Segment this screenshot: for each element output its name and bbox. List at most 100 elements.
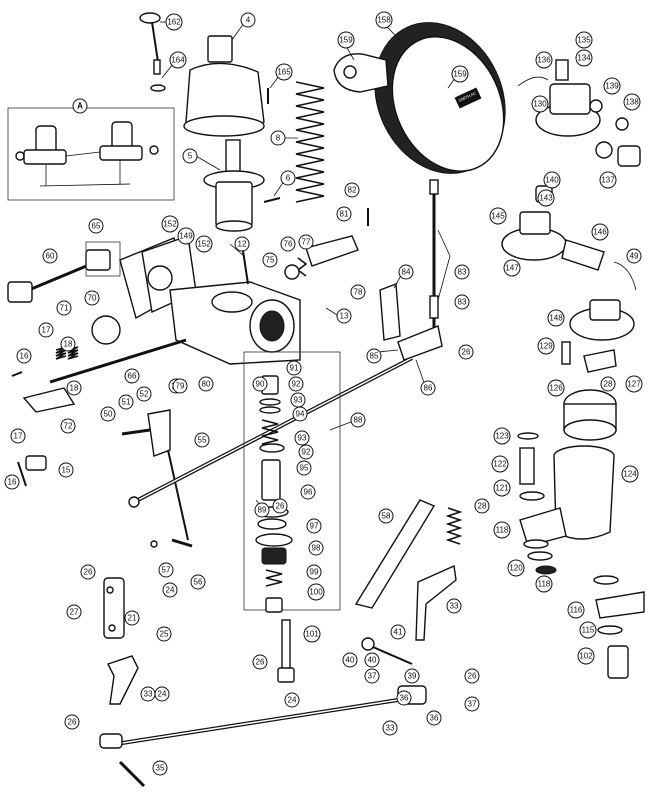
callout-text: 13 xyxy=(340,312,349,321)
callout-162: 162 xyxy=(165,13,183,31)
hose-148 xyxy=(561,239,605,271)
callout-140: 140 xyxy=(543,171,561,189)
pin-35 xyxy=(118,760,146,788)
callout-text: 50 xyxy=(104,410,113,419)
callout-text: 15 xyxy=(62,466,71,475)
callout-26: 26 xyxy=(464,668,480,684)
callout-158: 158 xyxy=(375,11,393,29)
callout-90: 90 xyxy=(252,376,268,392)
callout-70: 70 xyxy=(84,290,100,306)
callout-40: 40 xyxy=(342,652,358,668)
callout-56: 56 xyxy=(190,574,206,590)
callout-text: 129 xyxy=(539,342,553,351)
callout-text: 36 xyxy=(400,694,409,703)
callout-text: 36 xyxy=(430,714,439,723)
callout-text: 75 xyxy=(266,256,275,265)
callout-text: 17 xyxy=(42,326,51,335)
callout-134: 134 xyxy=(575,49,593,67)
callout-text: 121 xyxy=(495,484,509,493)
callout-12: 12 xyxy=(234,236,250,252)
callout-text: 78 xyxy=(354,288,363,297)
callout-137: 137 xyxy=(599,171,617,189)
callout-92: 92 xyxy=(298,444,314,460)
callout-text: 33 xyxy=(450,602,459,611)
callout-text: 79 xyxy=(176,382,185,391)
callout-36: 36 xyxy=(426,710,442,726)
callout-text: 162 xyxy=(167,18,181,27)
callout-text: 95 xyxy=(300,464,309,473)
callout-text: 49 xyxy=(630,252,639,261)
callout-15: 15 xyxy=(58,462,74,478)
callout-94: 94 xyxy=(292,406,308,422)
lever-60 xyxy=(354,499,436,609)
callout-65: 65 xyxy=(88,218,104,234)
lever-33-right xyxy=(415,564,457,641)
callout-51: 51 xyxy=(118,394,134,410)
callout-text: 37 xyxy=(368,672,377,681)
callout-40: 40 xyxy=(364,652,380,668)
callout-152: 152 xyxy=(161,215,179,233)
nut-washer-set xyxy=(595,117,641,167)
callout-21: 21 xyxy=(124,610,140,626)
callout-text: 147 xyxy=(505,264,519,273)
callout-85: 85 xyxy=(366,348,382,364)
callout-text: 26 xyxy=(468,672,477,681)
callout-text: 8 xyxy=(276,134,281,143)
callout-60: 60 xyxy=(42,248,58,264)
callout-text: 100 xyxy=(309,588,323,597)
callout-text: 138 xyxy=(625,98,639,107)
callout-text: 115 xyxy=(582,626,595,635)
callout-97: 97 xyxy=(306,518,322,534)
callout-33: 33 xyxy=(140,686,156,702)
callout-99: 99 xyxy=(306,564,322,580)
callout-37: 37 xyxy=(464,696,480,712)
suction-chamber xyxy=(183,35,265,137)
callout-147: 147 xyxy=(503,259,521,277)
screw xyxy=(263,197,281,203)
callout-text: 37 xyxy=(468,700,477,709)
banjo-union xyxy=(517,59,603,137)
callout-text: 51 xyxy=(122,398,131,407)
callout-26: 26 xyxy=(458,344,474,360)
throttle-disc xyxy=(91,315,121,345)
callout-27: 27 xyxy=(66,604,82,620)
callout-127: 127 xyxy=(625,375,643,393)
callout-text: 17 xyxy=(14,432,23,441)
callout-text: 16 xyxy=(8,478,17,487)
damper-rod xyxy=(139,12,161,75)
lever-33-left xyxy=(107,655,139,705)
inset-a: A xyxy=(7,98,175,201)
callout-148: 148 xyxy=(547,309,565,327)
spring-28 xyxy=(445,507,463,545)
callout-91: 91 xyxy=(286,360,302,376)
callout-116: 116 xyxy=(567,601,585,619)
callout-26: 26 xyxy=(80,564,96,580)
callout-33: 33 xyxy=(382,720,398,736)
callout-130: 130 xyxy=(531,95,549,113)
spindle-rod xyxy=(49,338,187,384)
callout-121: 121 xyxy=(493,479,511,497)
jet-assembly xyxy=(255,375,293,613)
callout-text: 83 xyxy=(458,268,467,277)
callout-129: 129 xyxy=(537,337,555,355)
spring-77 xyxy=(296,257,308,277)
callout-text: 127 xyxy=(627,380,641,389)
clip xyxy=(11,371,23,377)
callout-text: 130 xyxy=(533,100,547,109)
callout-146: 146 xyxy=(591,223,609,241)
callout-115: 115 xyxy=(579,621,597,639)
callout-text: 145 xyxy=(491,212,505,221)
throttle-spindle xyxy=(7,241,121,303)
callout-text: 118 xyxy=(538,580,551,589)
callout-text: 118 xyxy=(496,526,509,535)
lever-21 xyxy=(103,577,125,639)
callout-text: 146 xyxy=(593,228,607,237)
callout-83: 83 xyxy=(454,294,470,310)
callout-149: 149 xyxy=(177,227,195,245)
callout-text: 99 xyxy=(310,568,319,577)
callout-text: 26 xyxy=(68,718,77,727)
callout-text: 123 xyxy=(495,432,509,441)
float-lid-upper xyxy=(501,185,567,261)
callout-text: 159 xyxy=(453,70,467,79)
callout-49: 49 xyxy=(626,248,642,264)
